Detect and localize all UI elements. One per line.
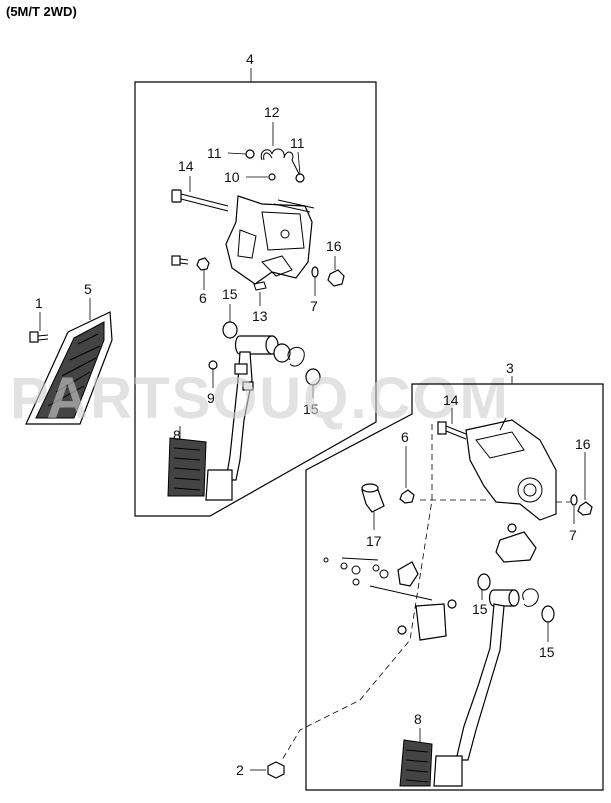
callout-4[interactable]: 4	[246, 51, 254, 67]
callout-15-upper-left[interactable]: 15	[222, 286, 238, 302]
clutch-pedal-arm-lower	[455, 589, 520, 761]
nut-6-lower	[399, 489, 415, 504]
callout-5[interactable]: 5	[84, 281, 92, 297]
assembly-3-frame	[305, 383, 604, 791]
callout-16-lower[interactable]: 16	[575, 436, 591, 452]
callout-6-lower[interactable]: 6	[401, 429, 409, 445]
assembly-4-group: 4 14 12 11 11	[134, 51, 377, 517]
pedal-bracket-upper	[225, 195, 315, 285]
nut-2	[267, 761, 285, 779]
bolt-14-lower	[437, 421, 467, 440]
callout-3[interactable]: 3	[506, 360, 514, 376]
bushing-15-lower-left	[477, 573, 491, 591]
callout-17[interactable]: 17	[366, 533, 382, 549]
diagram-title: (5M/T 2WD)	[6, 4, 77, 19]
bushing-15-lower-right	[541, 605, 555, 623]
callout-15-lower-left[interactable]: 15	[472, 601, 488, 617]
callout-2[interactable]: 2	[236, 762, 244, 778]
nut-16-lower	[577, 501, 593, 516]
bushing-15-upper-left	[222, 321, 238, 339]
callout-8-lower[interactable]: 8	[414, 711, 422, 727]
callout-15-lower-right[interactable]: 15	[539, 644, 555, 660]
watermark: PARTSOUQ.COM	[10, 366, 510, 431]
callout-11-right[interactable]: 11	[290, 135, 305, 151]
bushing-11-left	[245, 149, 255, 159]
assembly-4-frame	[134, 81, 377, 517]
callout-10[interactable]: 10	[224, 169, 240, 185]
pivot-bushing-upper	[273, 343, 291, 363]
callout-8-upper[interactable]: 8	[173, 427, 181, 443]
nut-16-upper	[327, 269, 345, 287]
washer-7-upper	[311, 266, 319, 278]
pedal-bracket-lower	[465, 417, 557, 521]
callout-12[interactable]: 12	[264, 104, 280, 120]
clip-10	[268, 173, 276, 181]
callout-6-upper[interactable]: 6	[199, 290, 207, 306]
bolt-small-upper	[171, 255, 189, 266]
callout-9[interactable]: 9	[207, 390, 215, 406]
pedal-pad-8-upper	[167, 437, 207, 497]
linkage-hardware	[323, 557, 433, 601]
callout-16-upper[interactable]: 16	[326, 238, 342, 254]
spring-upper	[287, 347, 305, 367]
callout-14[interactable]: 14	[178, 158, 194, 174]
pedal-plate-upper	[205, 469, 233, 501]
bushing-11-right	[295, 173, 305, 183]
return-spring-12	[260, 148, 301, 177]
callout-11-left[interactable]: 11	[207, 145, 222, 161]
pedal-pad-8-lower	[399, 739, 433, 787]
bolt-14-upper	[171, 189, 229, 212]
screw-1	[29, 331, 49, 343]
callout-13[interactable]: 13	[252, 308, 268, 324]
callout-1[interactable]: 1	[35, 295, 43, 311]
assembly-3-group: 3 14 6 16 7	[236, 360, 604, 791]
callout-7-lower[interactable]: 7	[569, 527, 577, 543]
pin-13	[253, 281, 267, 291]
washer-7-lower	[570, 494, 578, 506]
clip-bracket-lower	[495, 531, 537, 563]
accelerator-pad-group: 5 1	[25, 281, 113, 425]
spring-lower	[522, 588, 539, 607]
callout-15-upper-right[interactable]: 15	[303, 401, 319, 417]
switch-17	[361, 483, 385, 513]
callout-14-lower[interactable]: 14	[443, 392, 459, 408]
pedal-plate-lower	[433, 755, 463, 787]
callout-7-upper[interactable]: 7	[310, 298, 318, 314]
nut-6-upper	[196, 257, 210, 271]
mount-plate-lower	[415, 603, 447, 641]
